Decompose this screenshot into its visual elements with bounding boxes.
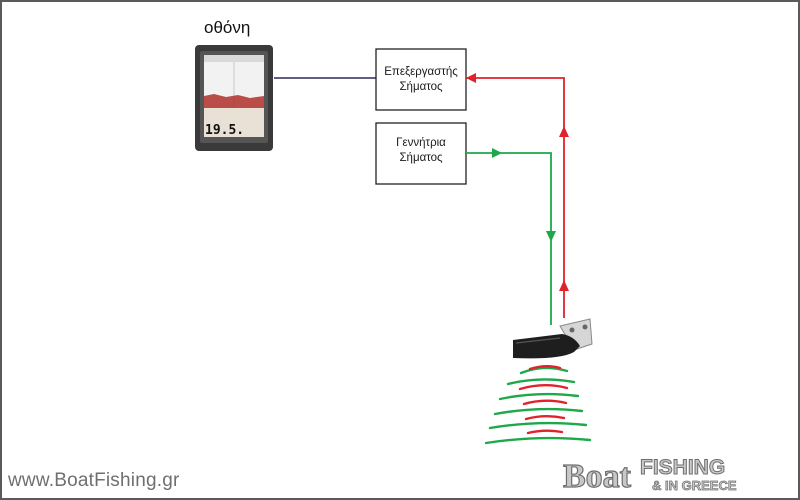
sonar-wave-green — [484, 436, 592, 445]
return-arrow-into-processor — [466, 73, 476, 83]
display-depth-readout: 19.5. — [205, 123, 244, 138]
sonar-wave-red — [528, 365, 562, 371]
signal-processor-border — [375, 48, 467, 111]
signal-processor-label-2: Σήματος — [399, 81, 443, 93]
transducer — [513, 318, 593, 359]
display-title: οθόνη — [204, 18, 250, 37]
fishfinder-display: οθόνη 19.5. — [195, 18, 273, 151]
logo-boat-mark: Boat — [563, 458, 632, 495]
watermark-url: www.BoatFishing.gr — [8, 470, 180, 491]
signal-processor-label-1: Επεξεργαστής — [384, 66, 458, 78]
transducer-bolt-1 — [569, 327, 575, 333]
sonar-wave-red — [522, 399, 568, 406]
display-status-bar — [204, 55, 264, 62]
signal-processor-box: Επεξεργαστής Σήματος — [375, 48, 467, 111]
display-bottom-echo — [204, 94, 264, 108]
sonar-wave-red — [526, 429, 564, 435]
display-seabed — [204, 108, 264, 137]
return-signal-line — [466, 77, 565, 318]
sonar-wave-red — [524, 415, 566, 421]
transducer-highlight — [515, 337, 561, 344]
transmit-arrow-down — [546, 231, 556, 242]
sonar-wave-green — [519, 366, 569, 375]
signal-generator-border — [375, 122, 467, 185]
sonar-wave-green — [498, 392, 580, 401]
transmit-arrow-right — [492, 148, 502, 158]
sonar-waves — [484, 365, 592, 445]
transmit-signal-line — [466, 152, 552, 325]
transducer-bolt-2 — [582, 324, 588, 330]
boatfishing-logo: Boat FISHING & IN GREECE — [562, 456, 737, 496]
sonar-wave-green — [506, 378, 576, 386]
sonar-wave-green — [488, 421, 588, 430]
return-arrow-up-upper — [559, 126, 569, 137]
signal-generator-label-1: Γεννήτρια — [396, 137, 446, 149]
transducer-body — [513, 334, 580, 359]
signal-generator-label-2: Σήματος — [399, 152, 443, 164]
logo-fishing-mark: FISHING — [640, 456, 725, 479]
sonar-wave-red — [518, 384, 569, 391]
return-arrow-up-lower — [559, 280, 569, 291]
signal-generator-box: Γεννήτρια Σήματος — [375, 122, 467, 185]
sonar-wave-green — [493, 407, 584, 416]
logo-ingreece-mark: & IN GREECE — [652, 478, 737, 493]
